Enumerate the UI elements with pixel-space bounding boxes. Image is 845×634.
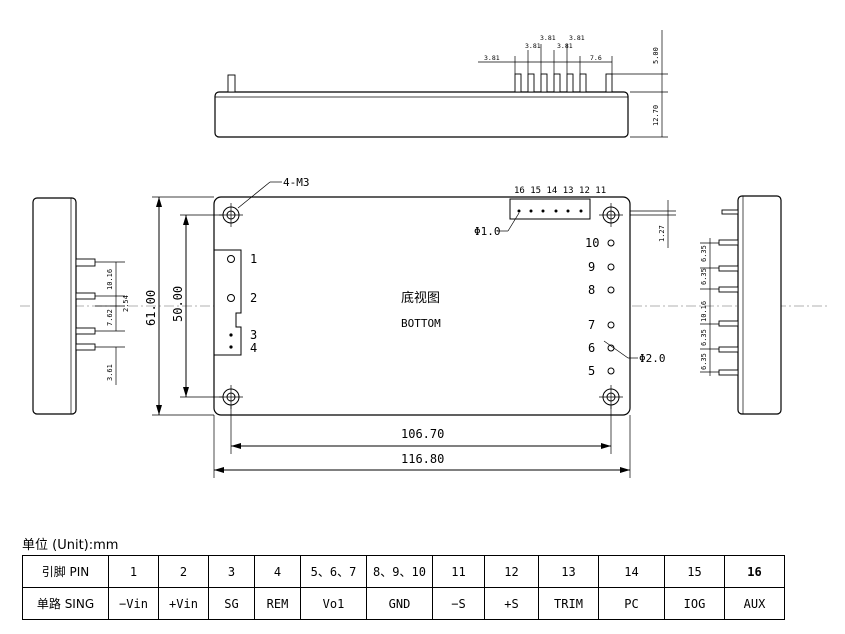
dim-3-81-d: 3.81	[557, 42, 573, 50]
function-cell: AUX	[724, 587, 785, 620]
dim-5-00: 5.00	[652, 47, 660, 64]
pin-cell: 5、6、7	[300, 555, 367, 588]
pin-label-8: 8	[588, 283, 595, 297]
pin-cell: 4	[254, 555, 301, 588]
dim-2-54-left: 2.54	[122, 295, 130, 312]
function-cell: PC	[598, 587, 665, 620]
dim-right-5: 6.35	[700, 353, 708, 370]
pin-label-7: 7	[588, 318, 595, 332]
center-label-cn: 底视图	[401, 290, 440, 306]
pin-8-hole	[607, 286, 615, 294]
pin-cell: 3	[208, 555, 255, 588]
left-view-body	[32, 197, 77, 415]
dim-3-81-b: 3.81	[525, 42, 541, 50]
pin-label-3: 3	[250, 328, 257, 342]
pin-5-hole	[607, 367, 615, 375]
left-connector-outline	[214, 249, 242, 356]
pin-table: 引脚 PIN 1 2 3 4 5、6、7 8、9、10 11 12 13 14 …	[22, 555, 785, 620]
mount-hole-top-right	[599, 203, 623, 227]
function-cell: +S	[484, 587, 539, 620]
dim-height-outer: 61.00	[144, 290, 158, 326]
large-pin-callout: Φ2.0	[639, 352, 666, 365]
top-pin-numbers: 16 15 14 13 12 11	[514, 186, 606, 196]
pin-cell: 2	[158, 555, 209, 588]
top-view-body	[214, 91, 629, 138]
function-cell: IOG	[664, 587, 725, 620]
function-cell: REM	[254, 587, 301, 620]
pin-label-10: 10	[585, 236, 599, 250]
function-cell: GND	[366, 587, 433, 620]
bottom-view-body	[213, 196, 631, 416]
top-side-view: 3.81 3.81 3.81 3.81 3.81 7.6 5.00 12.70	[214, 30, 668, 138]
dim-right-3: 10.16	[700, 301, 708, 322]
pin-3-hole	[229, 333, 233, 337]
function-cell: +Vin	[158, 587, 209, 620]
top-view-pins	[514, 73, 613, 93]
pin-label-6: 6	[588, 341, 595, 355]
unit-label: 单位 (Unit):mm	[22, 538, 119, 553]
dim-width-outer: 116.80	[401, 452, 444, 466]
dim-right-4: 6.35	[700, 329, 708, 346]
function-cell: Vo1	[300, 587, 367, 620]
right-side-view: 6.35 6.35 10.16 6.35 6.35	[700, 195, 782, 415]
pin-cell: 14	[598, 555, 665, 588]
dim-width-inner: 106.70	[401, 427, 444, 441]
pin-2-hole	[227, 294, 235, 302]
dim-3-81-c: 3.81	[540, 34, 556, 42]
function-header-cell: 单路 SING	[22, 587, 109, 620]
right-view-body	[737, 195, 782, 415]
pin-cell: 13	[538, 555, 599, 588]
top-connector-outline	[509, 198, 591, 220]
pin-4-hole	[229, 345, 233, 349]
dim-1-27: 1.27	[658, 225, 666, 242]
pin-cell: 16	[724, 555, 785, 588]
function-cell: −S	[432, 587, 485, 620]
pin-number-row: 引脚 PIN 1 2 3 4 5、6、7 8、9、10 11 12 13 14 …	[22, 555, 785, 588]
pin-label-1: 1	[250, 252, 257, 266]
mount-callout-4-m3: 4-M3	[283, 176, 310, 189]
dim-10-16-left: 10.16	[106, 269, 114, 290]
pin-1-hole	[227, 255, 235, 263]
pin-10-hole	[607, 239, 615, 247]
pin-cell: 8、9、10	[366, 555, 433, 588]
pin-cell: 12	[484, 555, 539, 588]
function-cell: SG	[208, 587, 255, 620]
pin-cell: 15	[664, 555, 725, 588]
dim-right-2: 6.35	[700, 268, 708, 285]
pin-7-hole	[607, 321, 615, 329]
center-label-en: BOTTOM	[401, 317, 441, 330]
function-cell: −Vin	[108, 587, 159, 620]
dim-3-61-left: 3.61	[106, 364, 114, 381]
dim-12-70: 12.70	[652, 105, 660, 126]
pin-cell: 1	[108, 555, 159, 588]
dim-height-inner: 50.00	[171, 286, 185, 322]
pin-9-hole	[607, 263, 615, 271]
pin-label-2: 2	[250, 291, 257, 305]
mount-hole-top-left	[219, 203, 243, 227]
pin-label-4: 4	[250, 341, 257, 355]
pin-cell: 11	[432, 555, 485, 588]
left-side-view: 10.16 2.54 7.62 3.61	[32, 197, 130, 415]
dim-7-62-left: 7.62	[106, 309, 114, 326]
function-cell: TRIM	[538, 587, 599, 620]
small-pin-callout: Φ1.0	[474, 225, 501, 238]
pin-header-cell: 引脚 PIN	[22, 555, 109, 588]
pin-label-9: 9	[588, 260, 595, 274]
dim-3-81-e: 3.81	[569, 34, 585, 42]
bottom-view: 4-M3 1 2 3 4 16 15 14 13 12 11 Φ1.0 10 9…	[144, 176, 676, 478]
dim-3-81-a: 3.81	[484, 54, 500, 62]
pin-label-5: 5	[588, 364, 595, 378]
top-view-mount-stud	[227, 74, 236, 93]
dim-7-6: 7.6	[590, 54, 602, 62]
dim-right-1: 6.35	[700, 245, 708, 262]
pin-function-row: 单路 SING −Vin +Vin SG REM Vo1 GND −S +S T…	[22, 587, 785, 620]
